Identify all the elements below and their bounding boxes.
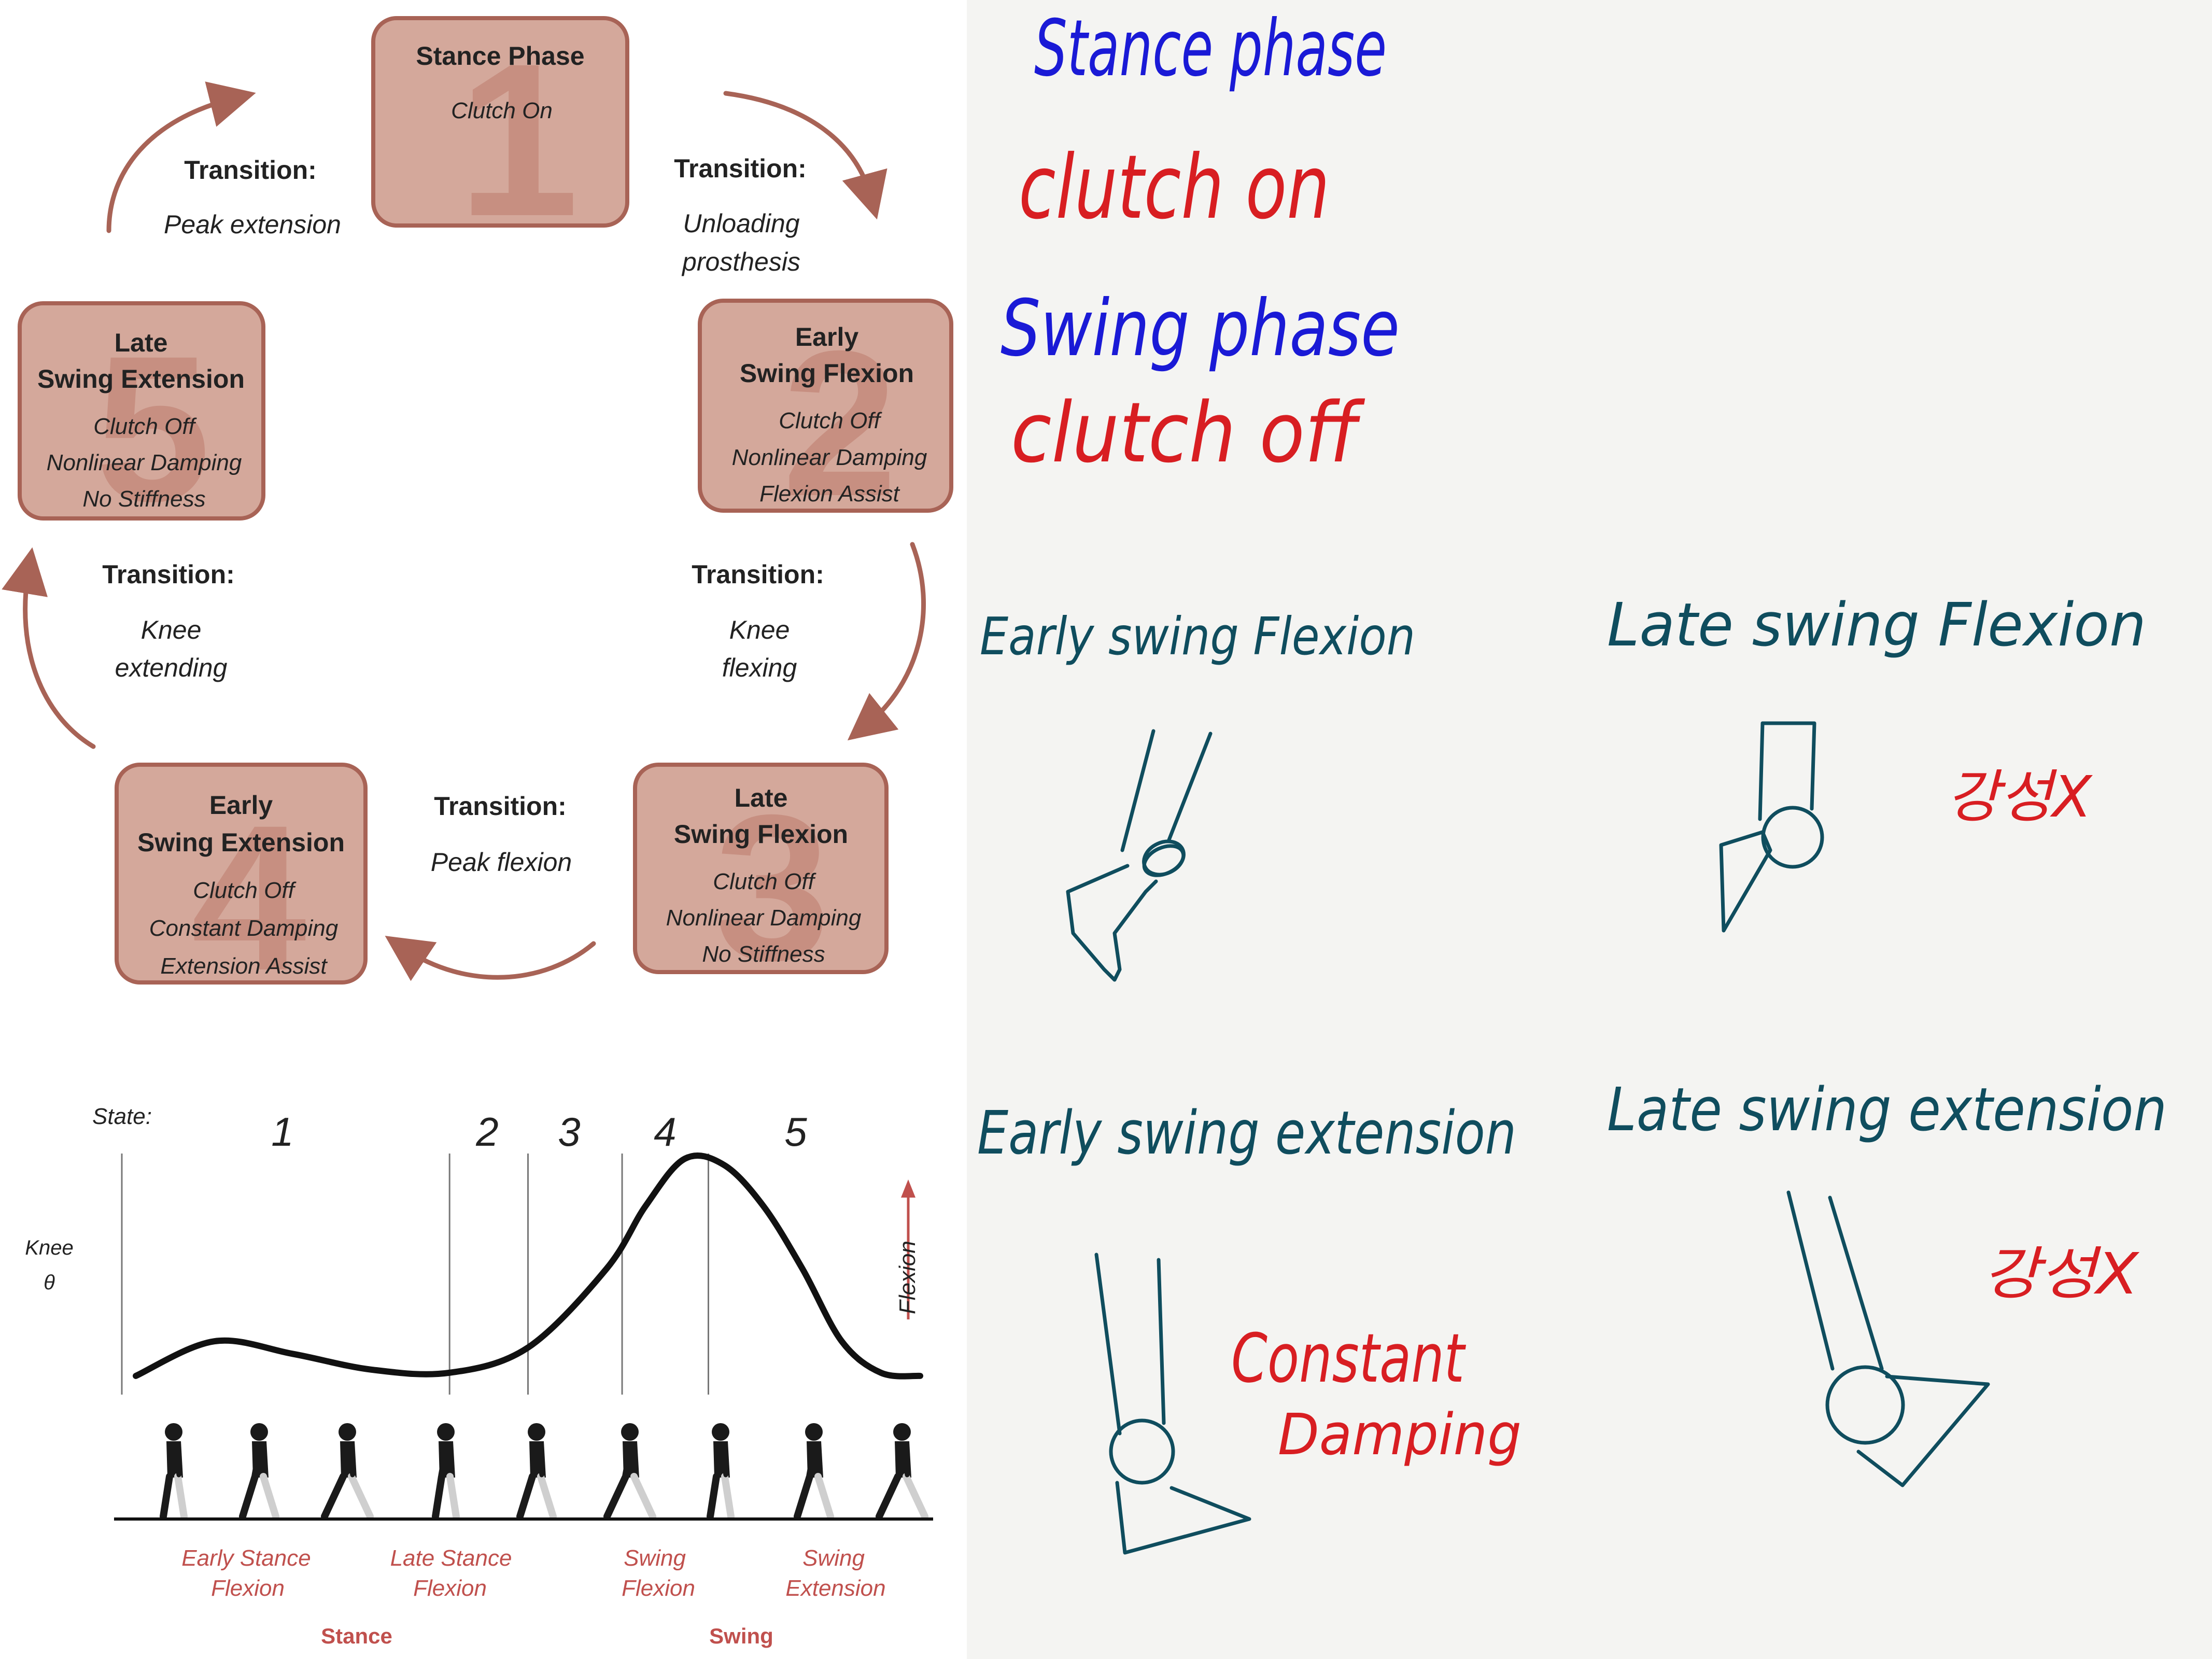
state-title-line1: Early (209, 791, 273, 820)
transition-title: Transition: (674, 154, 807, 183)
group-stance: Stance (321, 1624, 392, 1648)
transition-line: extending (115, 653, 228, 682)
phase-labels: Early Stance Flexion Late Stance Flexion… (181, 1545, 885, 1648)
flexion-label: Flexion (895, 1241, 920, 1314)
walker-figure (432, 1423, 460, 1520)
transition-3-to-4: Transition: Peak flexion (431, 792, 572, 877)
state-line: No Stiffness (82, 486, 205, 512)
state-line: Extension Assist (160, 953, 328, 979)
state-line: Clutch Off (713, 869, 816, 894)
state-line: Clutch Off (193, 878, 297, 903)
arrow-5-to-1 (106, 81, 256, 233)
walker-figure (516, 1423, 557, 1520)
phase-swing-extension-line1: Swing (802, 1545, 865, 1571)
transition-line: flexing (722, 653, 797, 682)
state-box-5: 5 Late Swing Extension Clutch Off Nonlin… (18, 301, 265, 544)
state-ghost-number: 2 (782, 307, 897, 539)
arrow-1-to-2 (723, 91, 887, 220)
state-box-4: 4 Early Swing Extension Clutch Off Const… (115, 763, 368, 1014)
transition-title: Transition: (102, 560, 235, 589)
state-label: State: (92, 1104, 152, 1129)
walking-figures (160, 1423, 928, 1520)
phase-late-stance-line1: Late Stance (390, 1545, 512, 1571)
state-number-4: 4 (654, 1109, 676, 1155)
state-line: Clutch Off (779, 408, 882, 433)
state-title-line2: Swing Flexion (740, 359, 914, 388)
knee-angle-curve (133, 1152, 923, 1380)
state-number-2: 2 (475, 1109, 498, 1155)
state-diagram: 1 Stance Phase Clutch On 2 Early Swing F… (2, 16, 953, 1014)
arrow-4-to-5 (2, 547, 96, 749)
arrow-3-to-4 (385, 936, 596, 981)
transition-1-to-2: Transition: Unloading prosthesis (674, 154, 807, 276)
walker-figure (876, 1423, 928, 1520)
y-axis-label-line2: θ (44, 1271, 55, 1294)
state-title: Stance Phase (416, 41, 584, 71)
state-box-3: 3 Late Swing Flexion Clutch Off Nonlinea… (633, 763, 889, 1003)
transition-title: Transition: (434, 792, 567, 821)
walker-figure (321, 1423, 374, 1520)
transition-title: Transition: (692, 560, 824, 589)
transition-2-to-3: Transition: Knee flexing (692, 560, 824, 682)
flexion-indicator: Flexion (895, 1179, 920, 1319)
state-box-2: 2 Early Swing Flexion Clutch Off Nonline… (698, 299, 953, 539)
state-title-line2: Swing Extension (137, 828, 345, 857)
phase-early-stance-line2: Flexion (211, 1576, 285, 1601)
state-line: Nonlinear Damping (47, 450, 242, 475)
transition-line: Knee (729, 615, 790, 644)
state-ghost-number: 5 (95, 313, 210, 544)
transition-4-to-5: Transition: Knee extending (102, 560, 235, 682)
walker-figure (707, 1423, 735, 1520)
state-title-line1: Early (795, 322, 859, 352)
transition-line: prosthesis (681, 247, 800, 276)
state-ghost-number: 3 (715, 771, 830, 1003)
state-number-5: 5 (784, 1109, 807, 1155)
state-line: Nonlinear Damping (666, 905, 862, 931)
phase-swing-extension-line2: Extension (785, 1576, 885, 1601)
walker-figure (794, 1423, 834, 1520)
state-ghost-number: 1 (458, 19, 579, 262)
phase-swing-flexion-line2: Flexion (622, 1576, 695, 1601)
walker-figure (239, 1423, 279, 1520)
state-numbers: 1 2 3 4 5 (271, 1109, 807, 1155)
phase-swing-flexion-line1: Swing (624, 1545, 686, 1571)
transition-line: Peak flexion (431, 848, 572, 877)
walker-figure (603, 1423, 656, 1520)
state-number-3: 3 (558, 1109, 580, 1155)
walker-figure (160, 1423, 188, 1520)
phase-early-stance-line1: Early Stance (181, 1545, 311, 1571)
transition-5-to-1: Transition: Peak extension (164, 156, 341, 239)
state-line: Clutch Off (93, 414, 197, 439)
state-line: Nonlinear Damping (732, 445, 927, 470)
state-number-1: 1 (271, 1109, 293, 1155)
state-title-line2: Swing Flexion (674, 820, 848, 849)
state-title-line1: Late (115, 328, 168, 357)
state-divider-lines (121, 1154, 709, 1395)
gait-chart: State: 1 2 3 4 5 Knee θ Flexion Early Stance… (25, 1104, 933, 1648)
transition-title: Transition: (184, 156, 317, 185)
state-line: Flexion Assist (759, 481, 900, 507)
phase-late-stance-line2: Flexion (413, 1576, 487, 1601)
state-title-line2: Swing Extension (37, 364, 245, 393)
y-axis-label-line1: Knee (25, 1236, 73, 1259)
notes-paper (967, 0, 2212, 1659)
group-swing: Swing (709, 1624, 773, 1648)
state-title-line1: Late (735, 783, 788, 812)
transition-line: Peak extension (164, 210, 341, 239)
state-ghost-number: 4 (191, 782, 308, 1014)
state-line: No Stiffness (702, 941, 825, 967)
state-line: Constant Damping (149, 916, 339, 941)
arrow-2-to-3 (847, 542, 926, 741)
transition-line: Unloading (683, 209, 799, 238)
transition-line: Knee (141, 615, 202, 644)
state-box-1: 1 Stance Phase Clutch On (371, 16, 629, 262)
state-line: Clutch On (451, 98, 553, 123)
